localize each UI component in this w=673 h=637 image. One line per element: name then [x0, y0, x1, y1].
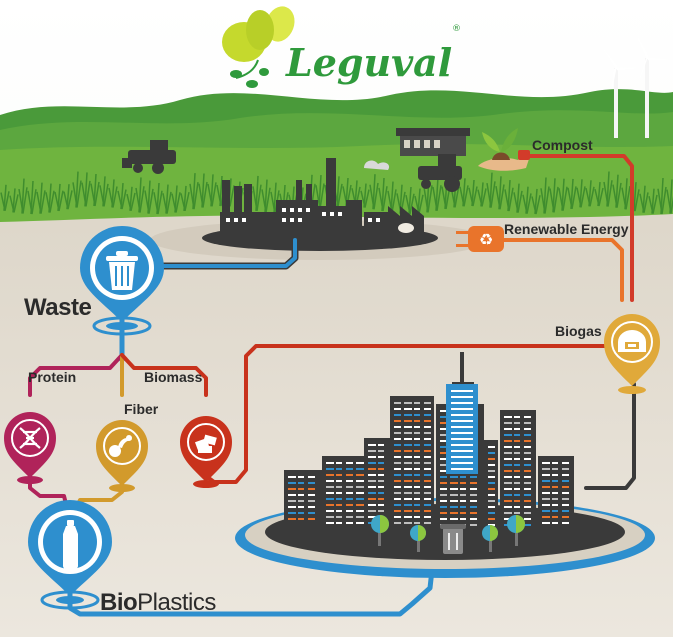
biomass-icon — [194, 434, 217, 453]
wind-turbine-icon — [603, 37, 669, 138]
tractor-icon — [418, 154, 462, 192]
plant-in-hand-icon — [478, 128, 530, 171]
label-bioplastics: BioPlastics — [100, 591, 216, 615]
bottle-icon — [63, 520, 78, 569]
recycle-plug-icon: ♻ — [456, 226, 504, 252]
harvester-icon — [122, 140, 176, 174]
biogas-dome-icon — [618, 330, 646, 352]
trash-bin-icon — [106, 251, 138, 290]
label-renewable-energy: Renewable Energy — [504, 221, 629, 237]
label-compost: Compost — [532, 137, 593, 153]
label-biomass: Biomass — [144, 369, 203, 385]
fiber-icon — [109, 435, 132, 457]
factory-icon — [220, 158, 424, 238]
dna-icon — [19, 427, 41, 449]
label-protein: Protein — [28, 369, 77, 385]
label-fiber: Fiber — [124, 401, 159, 417]
logo-icon — [222, 6, 295, 88]
label-bioplastics-prefix: Bio — [100, 589, 138, 616]
city-trees — [371, 515, 525, 552]
fiber-pin — [96, 420, 148, 492]
brand-name: Leguval — [286, 40, 453, 85]
barn-icon — [396, 128, 470, 156]
city-bin-icon — [440, 524, 466, 554]
registered-mark: ® — [452, 24, 461, 34]
label-waste: Waste — [24, 294, 92, 321]
city-icon — [284, 352, 574, 532]
label-bioplastics-suffix: Plastics — [137, 589, 216, 616]
svg-text:♻: ♻ — [479, 230, 493, 249]
label-biogas: Biogas — [555, 323, 602, 339]
